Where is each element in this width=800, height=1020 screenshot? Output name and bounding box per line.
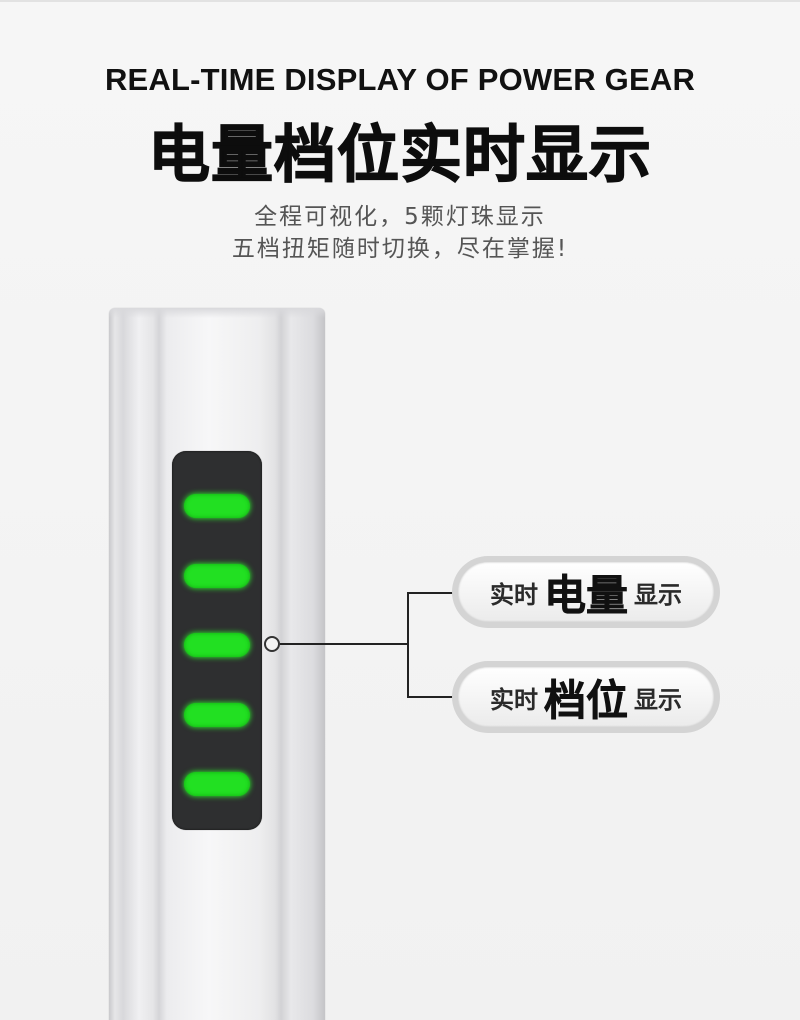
subtitle-line-1: 全程可视化，5颗灯珠显示 [254,204,546,230]
callout-suffix: 显示 [634,580,682,609]
callout-battery-inner: 实时 电量 显示 [458,562,714,622]
callout-suffix: 显示 [634,685,682,714]
led-indicator-5 [184,772,250,796]
heading-english: REAL-TIME DISPLAY OF POWER GEAR [104,62,696,97]
subtitle-line-2: 五档扭矩随时切换，尽在掌握! [231,236,569,262]
callout-anchor-dot [264,636,280,652]
top-divider [0,0,800,2]
callout-branch-top [407,592,459,594]
callout-highlight: 电量 [543,570,629,620]
callout-prefix: 实时 [489,685,538,714]
callout-gear-inner: 实时 档位 显示 [458,667,714,727]
led-indicator-3 [184,633,250,657]
callout-prefix: 实时 [489,580,538,609]
device-top-edge [109,308,325,318]
callout-branch-bottom [407,696,459,698]
led-indicator-2 [184,564,250,588]
led-indicator-1 [184,494,250,518]
callout-battery-display: 实时 电量 显示 [452,556,720,628]
callout-highlight: 档位 [543,675,629,725]
callout-bracket-line [407,592,409,698]
callout-gear-display: 实时 档位 显示 [452,661,720,733]
callout-leader-line [280,643,408,645]
led-indicator-4 [184,703,250,727]
heading-chinese: 电量档位实时显示 [147,117,652,191]
